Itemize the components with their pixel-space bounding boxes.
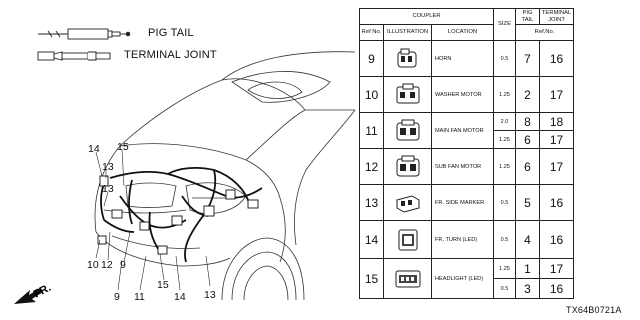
washer-motor-connector-icon [396,83,419,103]
terminal-joint-symbol [37,51,111,61]
row-size: 1.25 [493,148,516,185]
pig-tail-symbol [38,28,131,40]
header-coupler: COUPLER [359,8,494,25]
table-row: 13 FR. SIDE MARKER 0.5 5 16 [359,184,574,221]
connector-illustration [383,76,432,113]
row-size: 1.25 [493,130,516,149]
row-terminal-joint: 16 [539,220,574,259]
header-ref-no-2: Ref.No. [515,24,574,41]
row-size: 1.25 [493,258,516,279]
callout-10: 10 [87,259,99,271]
row-ref: 15 [359,258,384,299]
callout-15-top: 15 [117,141,129,153]
legend-pig-tail: PIG TAIL [140,27,194,39]
table-row: 0.5 3 16 [360,278,574,299]
row-ref: 10 [359,76,384,113]
callout-12: 12 [101,259,113,271]
callout-14-bottom: 14 [174,291,186,303]
row-location: HEADLIGHT (LED) [431,258,494,299]
row-location: FR. SIDE MARKER [431,184,494,221]
header-terminal-joint: TERMINAL JOINT [539,8,574,25]
row-terminal-joint: 16 [539,278,574,299]
row-pig-tail: 5 [515,184,540,221]
wiring-harness [100,167,263,263]
table-row: 14 FR. TURN (LED) 0.5 4 16 [359,220,574,259]
side-marker-connector-icon [396,194,419,213]
headlight-led-connector-icon [395,270,420,287]
callout-13-mid: 13 [102,183,114,195]
row-terminal-joint: 17 [539,130,574,149]
table-row: 10 WASHER MOTOR 1.25 2 17 [359,76,574,113]
table-row: 9 HORN 0.5 7 16 [359,40,574,77]
row-location: WASHER MOTOR [431,76,494,113]
row-size: 1.25 [493,76,516,113]
connector-illustration [383,220,432,259]
connector-illustration [383,112,432,149]
sub-fan-motor-connector-icon [396,155,419,176]
row-location: FR. TURN (LED) [431,220,494,259]
row-pig-tail: 2 [515,76,540,113]
table-row: 1.25 6 17 [360,130,574,149]
row-size: 0.5 [493,278,516,299]
car-front-wiring-illustration: 14 13 15 13 12 10 9 9 11 15 14 13 FR. [14,28,356,304]
header-illustration: ILLUSTRATION [383,24,432,41]
callout-9-a: 9 [120,259,126,271]
legend-terminal-joint-label: TERMINAL JOINT [124,49,217,61]
main-fan-motor-connector-icon [396,119,419,140]
front-direction-arrow: FR. [14,282,53,304]
row-size: 2.0 [493,112,516,131]
row-size: 0.5 [493,40,516,77]
row-location: MAIN FAN MOTOR [431,112,494,149]
row-terminal-joint: 18 [539,112,574,131]
row-pig-tail: 6 [515,148,540,185]
row-ref: 9 [359,40,384,77]
row-terminal-joint: 17 [539,148,574,185]
horn-connector-icon [397,48,416,67]
header-location: LOCATION [431,24,494,41]
row-ref: 14 [359,220,384,259]
row-terminal-joint: 16 [539,40,574,77]
row-location: HORN [431,40,494,77]
callout-13-top: 13 [102,161,114,173]
header-pig-tail: PIG TAIL [515,8,540,25]
row-pig-tail: 8 [515,112,540,131]
header-size: SIZE [493,8,516,41]
row-ref: 13 [359,184,384,221]
row-terminal-joint: 17 [539,258,574,279]
leader-lines [95,149,211,291]
row-location: SUB FAN MOTOR [431,148,494,185]
callout-9-b: 9 [114,291,120,303]
callout-13-bottom: 13 [204,289,216,301]
connector-illustration [383,40,432,77]
table-row: 11 MAIN FAN MOTOR 2.0 8 18 [359,112,574,149]
table-row: 12 SUB FAN MOTOR 1.25 6 17 [359,148,574,185]
header-ref-no: Ref No. [359,24,384,41]
row-pig-tail: 1 [515,258,540,279]
row-ref: 12 [359,148,384,185]
connectors-cluster [97,175,259,255]
callout-14-top: 14 [88,143,100,155]
legend-pig-tail-label: PIG TAIL [148,27,194,39]
row-pig-tail: 6 [515,130,540,149]
callout-11: 11 [134,291,145,303]
row-pig-tail: 3 [515,278,540,299]
row-pig-tail: 7 [515,40,540,77]
row-pig-tail: 4 [515,220,540,259]
table-row: 15 HEADLIGHT (LED) 1.25 1 17 [359,258,574,299]
connector-illustration [383,258,432,299]
diagram-code: TX64B0721A [566,305,622,315]
row-terminal-joint: 17 [539,76,574,113]
legend-terminal-joint: TERMINAL JOINT [116,49,217,61]
direction-label: FR. [32,282,53,301]
row-size: 0.5 [493,220,516,259]
coupler-table: COUPLER SIZE PIG TAIL TERMINAL JOINT Ref… [359,8,574,299]
row-ref: 11 [359,112,384,149]
row-size: 0.5 [493,184,516,221]
connector-illustration [383,184,432,221]
turn-led-connector-icon [398,229,417,250]
connector-illustration [383,148,432,185]
car-body [94,51,356,301]
callout-15-bottom: 15 [157,279,169,291]
row-terminal-joint: 16 [539,184,574,221]
